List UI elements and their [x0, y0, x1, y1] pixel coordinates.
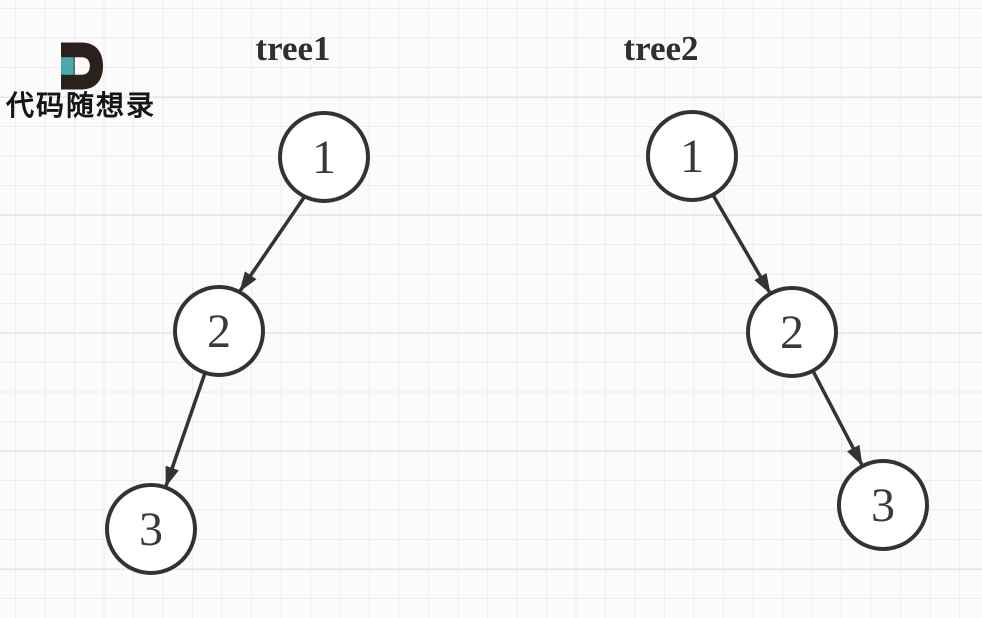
- tree1-node-3: 3: [105, 483, 197, 575]
- tree1-edge-2-to-3: [164, 372, 207, 487]
- tree2-node-1-label: 1: [680, 130, 704, 183]
- tree2-edge-1-to-2: [711, 194, 772, 294]
- tree2-edge-2-to-3: [811, 370, 864, 466]
- tree2-node-3: 3: [837, 459, 929, 551]
- tree1-node-2: 2: [173, 285, 265, 377]
- tree1-node-3-label: 3: [139, 503, 163, 556]
- tree1-node-2-label: 2: [207, 305, 231, 358]
- tree2-node-1-circle: [646, 110, 738, 202]
- tree1-node-3-circle: [105, 483, 197, 575]
- tree2-node-3-label: 3: [871, 479, 895, 532]
- tree1-node-1-label: 1: [312, 131, 336, 184]
- tree2-node-2: 2: [746, 286, 838, 378]
- tree1-node-1-circle: [278, 111, 370, 203]
- brand-d-logo-icon: [61, 42, 104, 90]
- brand-logo: 代码随想录: [0, 0, 190, 130]
- tree2-node-3-circle: [837, 459, 929, 551]
- tree1-title: tree1: [255, 29, 330, 68]
- tree1-node-2-circle: [173, 285, 265, 377]
- brand-text: 代码随想录: [6, 91, 157, 122]
- tree1-edge-1-to-2: [238, 195, 307, 292]
- tree2-node-2-label: 2: [780, 306, 804, 359]
- tree1-node-1: 1: [278, 111, 370, 203]
- tree2-title: tree2: [623, 29, 698, 68]
- tree2-node-2-circle: [746, 286, 838, 378]
- tree2-node-1: 1: [646, 110, 738, 202]
